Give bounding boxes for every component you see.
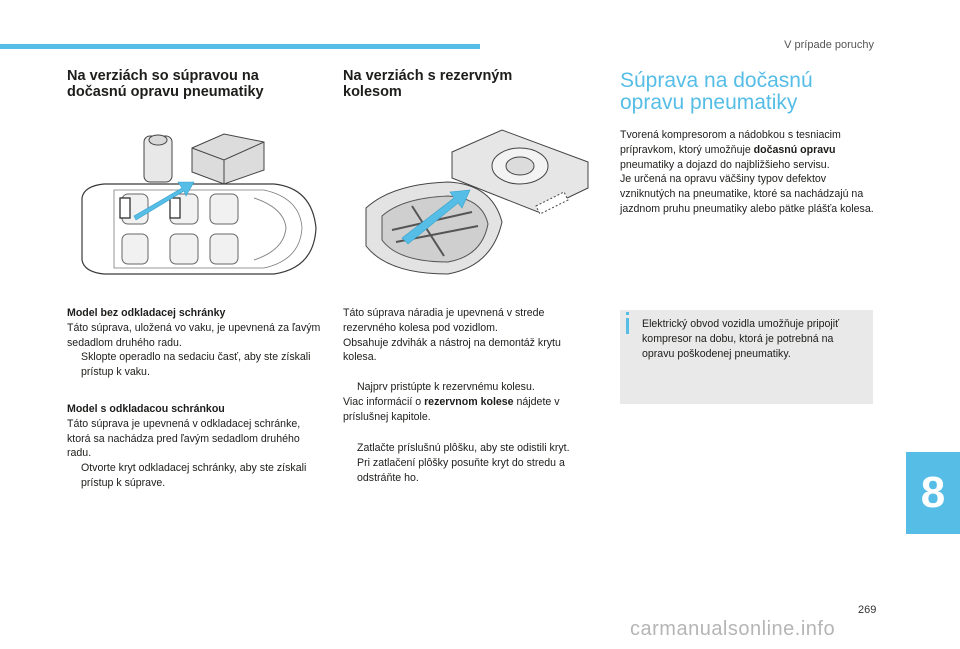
page-title: Súprava na dočasnú opravu pneumatiky [620, 70, 813, 114]
car-interior-kit-illustration [81, 133, 317, 275]
bullet-marker-icon [67, 350, 81, 380]
page-title-line2: opravu pneumatiky [620, 91, 798, 114]
middle-para2: Obsahuje zdvihák a nástroj na demontáž k… [343, 336, 561, 364]
bullet-marker-icon [343, 441, 357, 456]
chapter-tab: 8 [906, 452, 960, 534]
middle-bullet1: Najprv pristúpte k rezervnému kolesu. [343, 380, 595, 395]
right-intro: Tvorená kompresorom a nádobkou s tesniac… [620, 128, 878, 217]
right-intro2: Je určená na opravu väčšiny typov defekt… [620, 173, 874, 215]
info-text: Elektrický obvod vozidla umožňuje pripoj… [642, 318, 840, 360]
info-icon-dot [626, 312, 629, 315]
middle-bullet2: Zatlačte príslušnú plôšku, aby ste odist… [343, 441, 595, 456]
bullet-marker-icon [67, 461, 81, 491]
ref-bold: rezervnom kolese [424, 395, 514, 408]
intro-bold: dočasnú opravu [753, 143, 836, 156]
ref-prefix: Viac informácií o [343, 395, 425, 408]
left-block2: Model s odkladacou schránkou Táto súprav… [67, 402, 325, 491]
block1-title: Model bez odkladacej schránky [67, 307, 226, 319]
spare-wheel-tool-kit-illustration [365, 129, 589, 275]
info-box: Elektrický obvod vozidla umožňuje pripoj… [620, 310, 873, 404]
watermark: carmanualsonline.info [630, 618, 836, 640]
page-number: 269 [858, 604, 877, 616]
middle-bullet1-text: Najprv pristúpte k rezervnému kolesu. [357, 381, 535, 393]
block1-bullet: Sklopte operadlo na sedaciu časť, aby st… [67, 350, 325, 380]
intro-suffix: pneumatiky a dojazd do najbližšieho serv… [620, 158, 830, 171]
block1-bullet-text: Sklopte operadlo na sedaciu časť, aby st… [81, 351, 311, 379]
block2-bullet-text: Otvorte kryt odkladacej schránky, aby st… [81, 462, 307, 489]
page-title-line1: Súprava na dočasnú [620, 69, 813, 92]
block2-text: Táto súprava je upevnená v odkladacej sc… [67, 417, 301, 460]
left-heading: Na verziách so súpravou na dočasnú oprav… [67, 68, 264, 100]
middle-bullet3-text: Pri zatlačení plôšky posuňte kryt do str… [357, 456, 565, 484]
middle-steps: Zatlačte príslušnú plôšku, aby ste odist… [343, 441, 595, 485]
middle-intro: Táto súprava náradia je upevnená v stred… [343, 306, 595, 365]
block2-title: Model s odkladacou schránkou [67, 403, 225, 415]
middle-heading: Na verziách s rezervným kolesom [343, 68, 513, 100]
middle-bullet2-text: Zatlačte príslušnú plôšku, aby ste odist… [357, 442, 570, 454]
right-intro-para: Tvorená kompresorom a nádobkou s tesniac… [620, 128, 878, 172]
info-icon [626, 318, 629, 334]
intro-prefix: Tvorená kompresorom a nádobkou s tesniac… [620, 129, 841, 156]
left-block1: Model bez odkladacej schránky Táto súpra… [67, 306, 325, 380]
chapter-number: 8 [920, 468, 946, 517]
bullet-marker-icon [343, 456, 357, 486]
middle-para1: Táto súprava náradia je upevnená v stred… [343, 307, 545, 334]
bullet-marker-icon [343, 380, 357, 395]
ref-suffix: nájdete v príslušnej kapitole. [343, 395, 560, 423]
middle-bullet3: Pri zatlačení plôšky posuňte kryt do str… [343, 456, 595, 486]
middle-ref-text: Viac informácií o rezervnom kolese nájde… [343, 395, 595, 425]
header-accent-bar [0, 44, 480, 49]
middle-ref-block: Najprv pristúpte k rezervnému kolesu. Vi… [343, 380, 595, 424]
section-title: V prípade poruchy [784, 39, 874, 51]
block1-text: Táto súprava, uložená vo vaku, je upevne… [67, 321, 321, 349]
block2-bullet: Otvorte kryt odkladacej schránky, aby st… [67, 461, 325, 491]
